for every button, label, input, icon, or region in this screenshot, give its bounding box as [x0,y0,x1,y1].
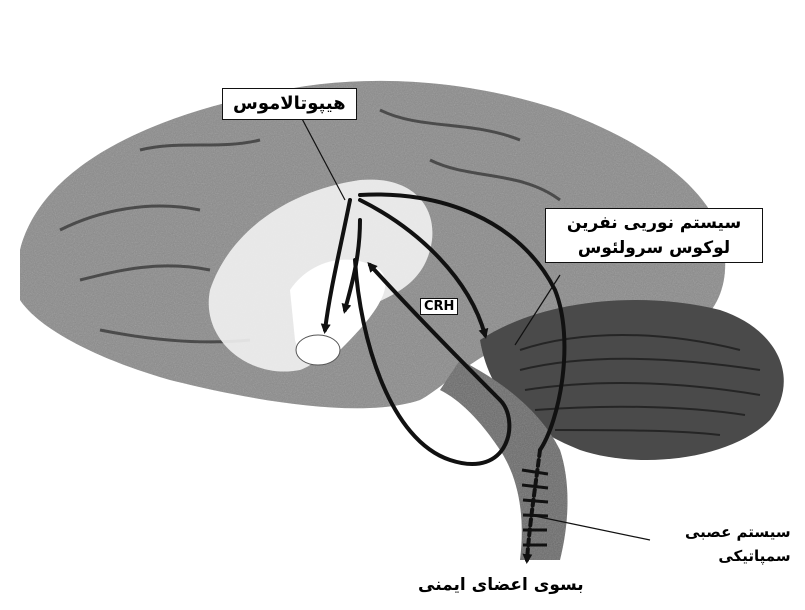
locus-ceruleus-line2: لوکوس سرولئوس [554,236,754,261]
crh-label: CRH [420,298,458,315]
sympathetic-line2: سمپاتیکی [685,544,791,568]
locus-ceruleus-line1: سیستم نوریی نفرین [554,211,754,236]
locus-ceruleus-label: سیستم نوریی نفرین لوکوس سرولئوس [545,208,763,263]
hypothalamus-label: هیپوتالاموس [222,88,357,120]
to-immune-organs-label: بسوی اعضای ایمنی [418,575,584,595]
sympathetic-label: سیستم عصبی سمپاتیکی [685,520,791,568]
sympathetic-line1: سیستم عصبی [685,520,791,544]
hypothalamus-label-text: هیپوتالاموس [233,93,346,114]
crh-label-text: CRH [424,299,454,314]
to-immune-organs-text: بسوی اعضای ایمنی [418,575,584,595]
